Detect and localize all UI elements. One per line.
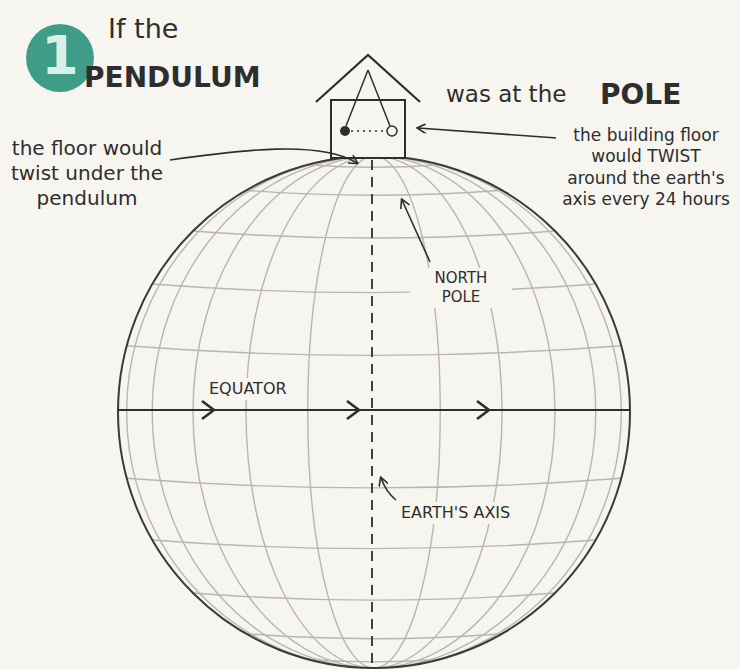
- building-roof: [316, 55, 420, 102]
- grid-line: [308, 659, 441, 662]
- equator-line: [118, 409, 630, 411]
- feature-label: EQUATOR: [206, 378, 290, 400]
- grid-line: [152, 540, 595, 549]
- title-text: was at the: [446, 80, 566, 109]
- globe-grid: [127, 156, 622, 668]
- step-number: 1: [30, 22, 90, 90]
- title-text: PENDULUM: [84, 60, 261, 95]
- feature-label: NORTH POLE: [410, 268, 512, 308]
- earth-axis: [371, 160, 373, 669]
- grid-line: [246, 634, 502, 639]
- grid-line: [127, 346, 622, 356]
- pendulum-bob: [387, 126, 397, 136]
- grid-line: [152, 284, 595, 293]
- pendulum-string: [346, 70, 368, 126]
- leader-arrow: [418, 128, 557, 138]
- grid-line: [193, 593, 555, 600]
- grid-line: [193, 231, 555, 238]
- pendulum-string: [368, 70, 390, 126]
- leader-arrow: [170, 149, 357, 163]
- grid-line: [308, 156, 441, 668]
- swing-path: [351, 130, 387, 132]
- grid-line: [193, 156, 555, 668]
- leader-arrow: [402, 200, 430, 262]
- grid-line: [308, 165, 441, 168]
- grid-line: [152, 156, 595, 668]
- note-text: the building floor would TWIST around th…: [556, 124, 736, 211]
- rotation-arrows: [202, 401, 489, 419]
- grid-line: [127, 478, 622, 488]
- grid-line: [246, 156, 502, 668]
- title-text: POLE: [600, 77, 681, 112]
- pendulum-bob: [340, 126, 350, 136]
- grid-line: [246, 190, 502, 195]
- feature-label: EARTH'S AXIS: [398, 502, 513, 524]
- note-text: the floor would twist under the pendulum: [8, 136, 166, 211]
- grid-line: [127, 156, 622, 668]
- building-wall: [331, 100, 405, 158]
- title-text: If the: [108, 12, 178, 46]
- leader-arrow: [381, 478, 396, 500]
- globe-outline: [118, 156, 630, 668]
- building: [316, 55, 420, 158]
